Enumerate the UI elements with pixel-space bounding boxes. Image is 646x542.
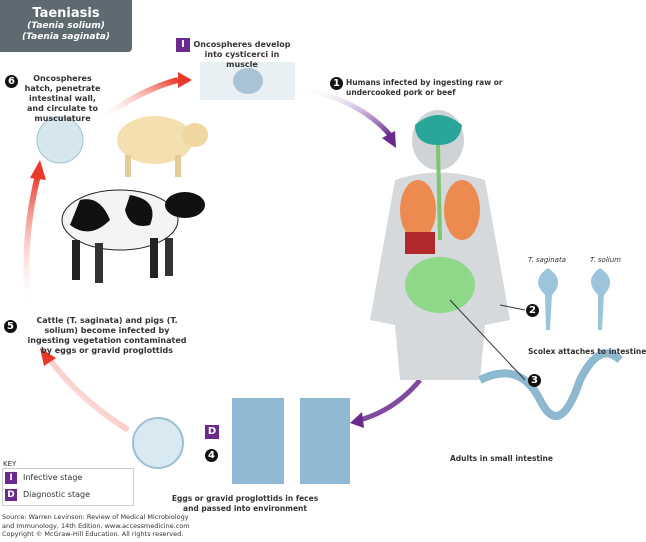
key-infective-badge: I xyxy=(5,472,17,484)
infective-stage-label: Oncospheres develop into cysticerci in m… xyxy=(193,40,291,69)
step-3-text: Adults in small intestine xyxy=(450,454,553,463)
arrow-6-to-I xyxy=(98,77,179,123)
source-citation: Source: Warren Levinson: Review of Medic… xyxy=(2,513,190,539)
step-1-text: Humans infected by ingesting raw or unde… xyxy=(346,78,503,97)
proglottid-2 xyxy=(300,398,350,484)
step-6-number: 6 xyxy=(5,75,18,88)
arrow-5-to-6 xyxy=(23,174,41,301)
title: Taeniasis xyxy=(32,6,100,21)
diagnostic-badge: D xyxy=(205,425,219,439)
step-5-text: Cattle (T. saginata) and pigs (T. solium… xyxy=(27,316,187,355)
key-diagnostic-badge: D xyxy=(5,489,17,501)
step-6-text: Oncospheres hatch, penetrate intestinal … xyxy=(24,74,101,123)
title-box: Taeniasis (Taenia solium) (Taenia sagina… xyxy=(0,0,132,52)
step-4-text: Eggs or gravid proglottids in feces and … xyxy=(171,494,319,513)
label-t-saginata: T. saginata xyxy=(528,256,566,264)
arrow-3-to-4 xyxy=(359,378,422,423)
source-line-3: Copyright © McGraw-Hill Education. All r… xyxy=(2,530,184,538)
scolex-illustrations xyxy=(538,268,611,330)
source-line-2: and Immunology, 14th Edition, www.access… xyxy=(2,521,190,530)
key-infective-label: Infective stage xyxy=(23,473,83,482)
arrow-4-to-5 xyxy=(47,358,130,433)
step-1-number: 1 xyxy=(330,77,343,90)
step-2-number: 2 xyxy=(526,304,539,317)
proglottid-1 xyxy=(232,398,284,484)
step-3-number: 3 xyxy=(528,374,541,387)
key-diagnostic-label: Diagnostic stage xyxy=(23,490,91,499)
egg xyxy=(132,417,184,469)
subtitle-solium: (Taenia solium) xyxy=(27,21,105,31)
human-body-illustration xyxy=(370,110,510,380)
step-5-number: 5 xyxy=(4,320,17,333)
subtitle-saginata: (Taenia saginata) xyxy=(22,32,110,42)
source-line-1: Source: Warren Levinson: Review of Medic… xyxy=(2,513,189,521)
pig-illustration xyxy=(117,116,208,177)
key-legend: I Infective stage D Diagnostic stage xyxy=(2,468,134,506)
label-t-solium: T. solium xyxy=(590,256,621,264)
infective-badge: I xyxy=(176,38,190,52)
cow-illustration xyxy=(61,189,205,283)
key-title: KEY xyxy=(3,460,17,468)
arrow-I-to-1 xyxy=(299,85,392,137)
step-2-text: Scolex attaches to intestine xyxy=(528,347,646,356)
step-4-number: 4 xyxy=(205,449,218,462)
oncosphere xyxy=(36,116,84,164)
adult-worm xyxy=(478,349,623,420)
